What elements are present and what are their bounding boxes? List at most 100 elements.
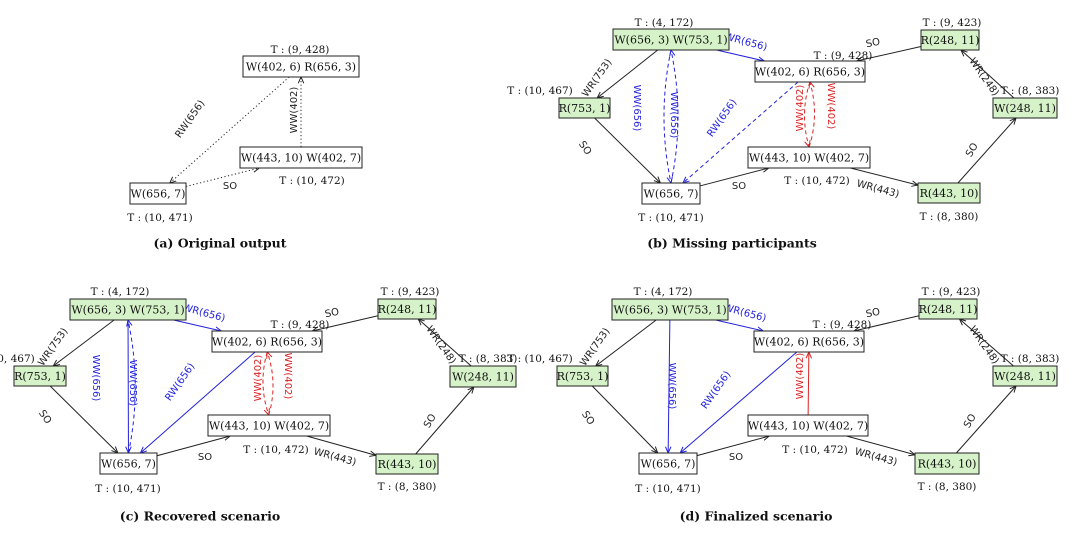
timestamp-label: T : (10, 472) — [784, 175, 850, 187]
edge-label: SO — [223, 181, 237, 192]
node-operations: W(656, 3) W(753, 1) — [613, 304, 726, 317]
transaction-node: W(656, 7)T : (10, 471) — [638, 182, 704, 224]
node-operations: R(248, 11) — [919, 303, 978, 316]
timestamp-label: T : (10, 471) — [127, 212, 193, 224]
timestamp-label: T : (8, 380) — [378, 481, 437, 493]
timestamp-label: T : (4, 172) — [91, 286, 150, 298]
node-operations: W(443, 10) W(402, 7) — [241, 152, 361, 165]
node-operations: W(443, 10) W(402, 7) — [209, 420, 329, 433]
edge-F-to-D — [312, 315, 379, 331]
timestamp-label: T : (9, 423) — [923, 17, 982, 29]
node-box — [69, 298, 187, 321]
node-box — [747, 146, 871, 169]
timestamp-label: T : (10, 467) — [507, 353, 573, 365]
edge-G-to-F — [959, 319, 1014, 367]
timestamp-label: T : (10, 471) — [95, 483, 161, 495]
transaction-node: W(443, 10) W(402, 7) T : (10, 472) — [207, 414, 331, 456]
timestamp-label: T : (10, 467) — [0, 353, 35, 365]
edge-A-to-D — [715, 319, 764, 331]
edge-A-to-B — [53, 319, 115, 366]
node-box — [129, 182, 187, 205]
timestamp-label: T : (10, 472) — [782, 444, 848, 456]
node-operations: W(656, 7) — [641, 458, 696, 471]
edge-E-to-H — [846, 435, 915, 455]
edge-G-to-F — [418, 319, 472, 367]
transaction-node: W(443, 10) W(402, 7) T : (10, 472) — [747, 146, 871, 187]
panel-caption: (a) Original output — [153, 236, 286, 251]
edge-label: SO — [579, 409, 596, 427]
transaction-node: W(248, 11)T : (8, 383) — [449, 353, 518, 388]
edge-label: RW(656) — [173, 98, 207, 140]
edge-B-to-C — [594, 117, 661, 183]
node-operations: W(656, 3) W(753, 1) — [614, 34, 727, 47]
node-box — [747, 414, 869, 437]
node-operations: W(656, 7) — [131, 188, 186, 201]
edge-label: WW(402) — [795, 353, 806, 400]
edge-label: SO — [964, 141, 981, 159]
transaction-node: W(656, 7)T : (10, 471) — [95, 452, 161, 495]
transaction-node: W(402, 6) R(656, 3) T : (9, 428) — [211, 319, 330, 353]
timestamp-label: T : (9, 428) — [271, 319, 330, 331]
edge-F-to-D — [854, 315, 920, 331]
timestamp-label: T : (9, 428) — [271, 44, 330, 56]
transaction-node: W(248, 11)T : (8, 383) — [992, 85, 1059, 119]
edge-label: SO — [865, 37, 881, 51]
edge-D-to-E — [262, 351, 269, 415]
transaction-node: W(656, 7) T : (10, 471) — [127, 182, 193, 224]
edge-label: WR(753) — [36, 326, 70, 368]
node-box — [920, 29, 980, 51]
transaction-node: W(656, 3) W(753, 1) T : (4, 172) — [612, 17, 730, 51]
timestamp-label: T : (4, 172) — [635, 17, 694, 29]
transaction-node: W(656, 3) W(753, 1)T : (4, 172) — [611, 286, 729, 321]
node-box — [992, 97, 1058, 119]
node-box — [211, 330, 323, 353]
node-operations: W(443, 10) W(402, 7) — [748, 420, 868, 433]
node-box — [449, 365, 517, 388]
node-operations: R(248, 11) — [921, 34, 980, 47]
edge-A-to-C — [663, 49, 671, 183]
node-box — [612, 28, 730, 51]
edge-label: RW(656) — [705, 97, 739, 139]
node-box — [242, 55, 360, 78]
edge-label: SO — [36, 408, 53, 426]
node-box — [558, 97, 611, 119]
edge-label: SO — [198, 452, 212, 463]
node-box — [239, 146, 363, 169]
edge-label: WW(656) — [668, 92, 679, 139]
node-operations: W(402, 6) R(656, 3) — [246, 61, 356, 74]
timestamp-label: T : (8, 383) — [1001, 353, 1060, 365]
timestamp-label: T : (8, 383) — [459, 353, 518, 365]
edge-D-to-C — [140, 351, 256, 453]
edge-C-to-E — [156, 436, 230, 457]
node-operations: W(402, 6) R(656, 3) — [755, 66, 865, 79]
edge-label: RW(656) — [163, 361, 197, 403]
node-operations: W(402, 6) R(656, 3) — [212, 336, 322, 349]
node-box — [611, 298, 729, 321]
transaction-node: R(443, 10)T : (8, 380) — [917, 182, 981, 223]
timestamp-label: T : (10, 472) — [243, 444, 309, 456]
transaction-node: W(443, 10) W(402, 7) T : (10, 472) — [239, 146, 363, 187]
edge-n1-to-n3 — [170, 76, 290, 183]
transaction-node: R(443, 10) T : (8, 380) — [375, 453, 439, 493]
edge-label: WR(753) — [578, 326, 612, 368]
edge-label: WR(656) — [181, 303, 226, 325]
timestamp-label: T : (8, 380) — [920, 211, 979, 223]
transaction-node: W(443, 10) W(402, 7) T : (10, 472) — [747, 414, 869, 456]
node-operations: R(443, 10) — [378, 458, 437, 471]
edge-label: WW(402) — [253, 355, 264, 402]
node-box — [638, 452, 698, 475]
edge-label: WW(402) — [289, 87, 300, 134]
edge-B-to-C — [591, 385, 657, 453]
timestamp-label: T : (8, 380) — [918, 481, 977, 493]
timestamp-label: T : (9, 428) — [813, 319, 872, 331]
timestamp-label: T : (10, 472) — [279, 175, 345, 187]
edge-label: RW(656) — [699, 369, 733, 411]
transaction-node: R(753, 1)T : (10, 467) — [0, 353, 67, 387]
edge-label: SO — [962, 412, 979, 430]
edge-label: WW(656) — [90, 355, 101, 402]
node-operations: R(443, 10) — [918, 458, 977, 471]
transaction-node: R(248, 11) T : (9, 423) — [920, 17, 982, 51]
node-box — [99, 452, 158, 475]
node-operations: W(443, 10) W(402, 7) — [749, 152, 869, 165]
edge-label: WR(443) — [853, 447, 898, 469]
